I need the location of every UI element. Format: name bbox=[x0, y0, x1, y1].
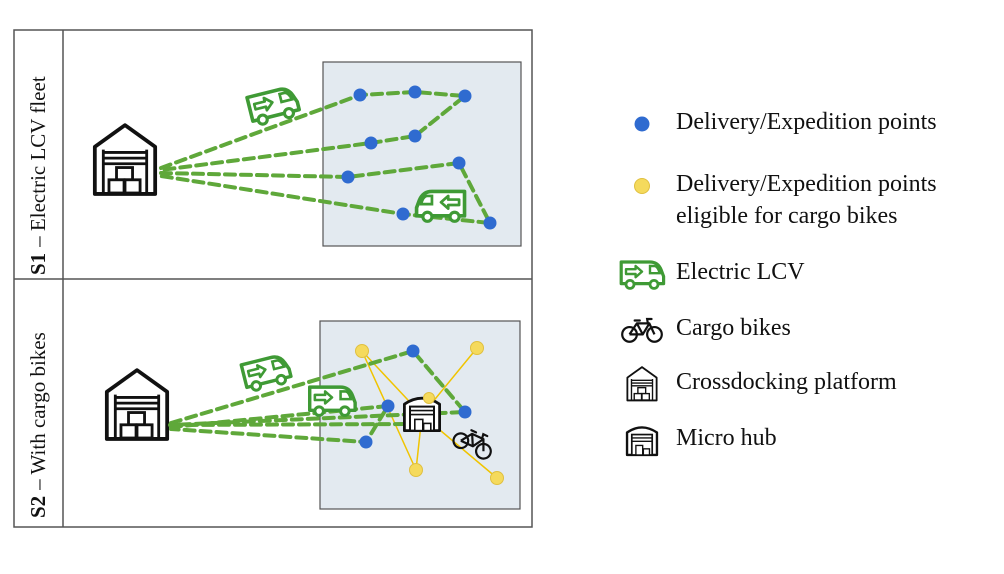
s2-route-2 bbox=[169, 404, 390, 444]
electric-van-icon bbox=[618, 256, 666, 292]
legend-item-yellow-points: Delivery/Expedition points eligible for … bbox=[618, 168, 937, 232]
s1-delivery-point bbox=[396, 207, 410, 221]
s2-bike-eligible-point bbox=[355, 344, 369, 358]
legend-item-cargo-bikes: Cargo bikes bbox=[618, 312, 791, 348]
legend-label: Electric LCV bbox=[676, 259, 805, 285]
s2-bike-eligible-point bbox=[490, 471, 504, 485]
yellow-dot-icon bbox=[618, 168, 666, 204]
s2-electric-van-icon-2 bbox=[307, 385, 357, 418]
s2-electric-van-icon bbox=[239, 352, 294, 395]
s1-delivery-point bbox=[452, 156, 466, 170]
s2-bike-eligible-point bbox=[470, 341, 484, 355]
s2-route-to-microhub bbox=[169, 422, 415, 427]
s1-crossdock-warehouse-icon bbox=[92, 123, 158, 196]
s1-route-2 bbox=[159, 161, 492, 225]
legend-label: Cargo bikes bbox=[676, 315, 791, 341]
legend-label: Crossdocking platform bbox=[676, 369, 897, 395]
s2-bike-eligible-point bbox=[423, 392, 435, 404]
s2-code: S2 bbox=[26, 496, 50, 518]
s1-code: S1 bbox=[26, 253, 50, 275]
s1-scenario-label: S1 – Electric LCV fleet bbox=[26, 76, 50, 275]
s2-delivery-point bbox=[458, 405, 472, 419]
s1-delivery-point bbox=[408, 85, 422, 99]
s1-delivery-point bbox=[408, 129, 422, 143]
s1-delivery-point bbox=[341, 170, 355, 184]
s2-scenario-label: S2 – With cargo bikes bbox=[26, 332, 50, 518]
legend-item-blue-points: Delivery/Expedition points bbox=[618, 106, 937, 142]
legend-item-crossdocking: Crossdocking platform bbox=[618, 366, 897, 402]
s1-delivery-points bbox=[341, 85, 497, 230]
s2-delivery-point bbox=[406, 344, 420, 358]
s2-bike-eligible-point bbox=[409, 463, 423, 477]
s2-route-1 bbox=[168, 349, 467, 427]
s1-delivery-point bbox=[364, 136, 378, 150]
legend-item-electric-lcv: Electric LCV bbox=[618, 256, 805, 292]
s2-micro-hub-icon bbox=[402, 396, 442, 433]
legend-item-micro-hub: Micro hub bbox=[618, 422, 777, 458]
s2-title: – With cargo bikes bbox=[26, 332, 50, 491]
bicycle-icon bbox=[618, 312, 666, 348]
s2-routes bbox=[168, 349, 467, 444]
s2-delivery-point bbox=[381, 399, 395, 413]
legend-label: Micro hub bbox=[676, 425, 777, 451]
s1-electric-van-return-icon bbox=[414, 189, 467, 224]
s1-delivery-point bbox=[458, 89, 472, 103]
s1-title: – Electric LCV fleet bbox=[26, 76, 50, 248]
s2-crossdock-warehouse-icon bbox=[104, 368, 170, 441]
micro-hub-icon bbox=[618, 422, 666, 458]
warehouse-icon bbox=[618, 366, 666, 402]
s1-delivery-point bbox=[353, 88, 367, 102]
blue-dot-icon bbox=[618, 106, 666, 142]
s2-delivery-points bbox=[359, 344, 472, 449]
legend-label: Delivery/Expedition points eligible for … bbox=[676, 171, 937, 229]
s1-delivery-point bbox=[483, 216, 497, 230]
s2-bike-eligible-points bbox=[355, 341, 504, 485]
s2-delivery-point bbox=[359, 435, 373, 449]
legend-label: Delivery/Expedition points bbox=[676, 109, 937, 135]
